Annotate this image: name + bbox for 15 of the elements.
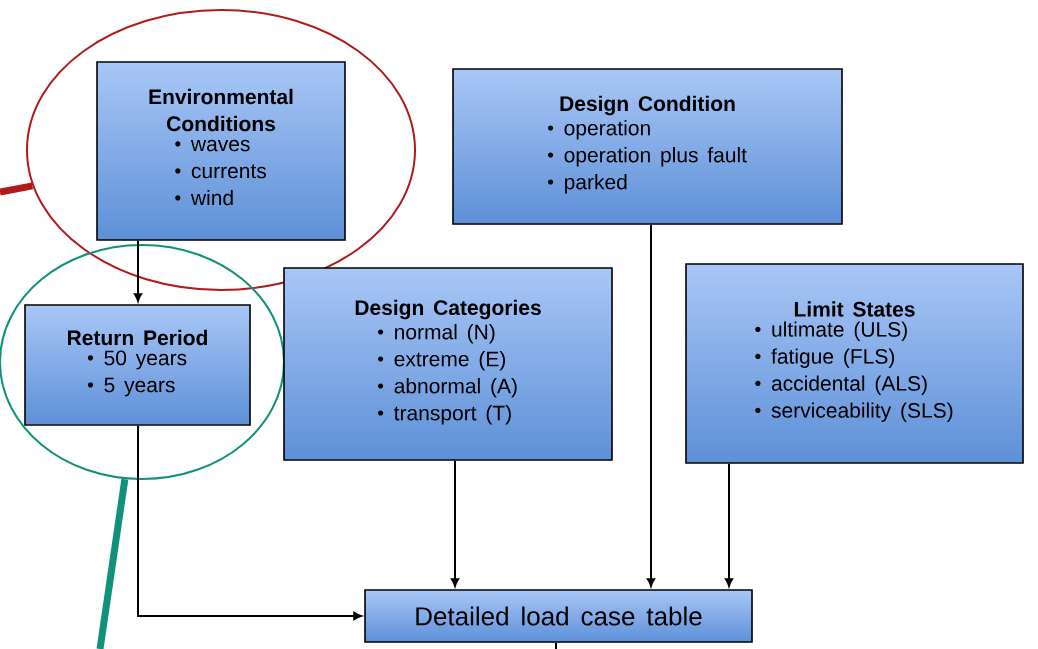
arrow — [137, 424, 362, 621]
arrow — [724, 462, 734, 587]
arrow — [450, 459, 460, 587]
process-box: Detailed load case table — [364, 589, 753, 643]
leader-line — [96, 478, 129, 649]
arrow — [133, 239, 143, 302]
process-box: Design Condition operation operation plus fault parked — [452, 68, 843, 225]
callout-ellipse — [26, 9, 416, 291]
connector-line — [555, 641, 557, 649]
process-box: Return Period 50 years 5 years — [24, 304, 251, 426]
process-box: Environmental Conditions waves currents wind — [96, 61, 346, 241]
leader-line — [0, 182, 34, 196]
process-box: Limit States ultimate (ULS) fatigue (FLS) accidental (ALS) serviceability (SLS) — [685, 263, 1024, 464]
arrow — [646, 223, 656, 587]
process-box: Design Categories normal (N) extreme (E) abnormal (A) transport (T) — [283, 267, 613, 461]
